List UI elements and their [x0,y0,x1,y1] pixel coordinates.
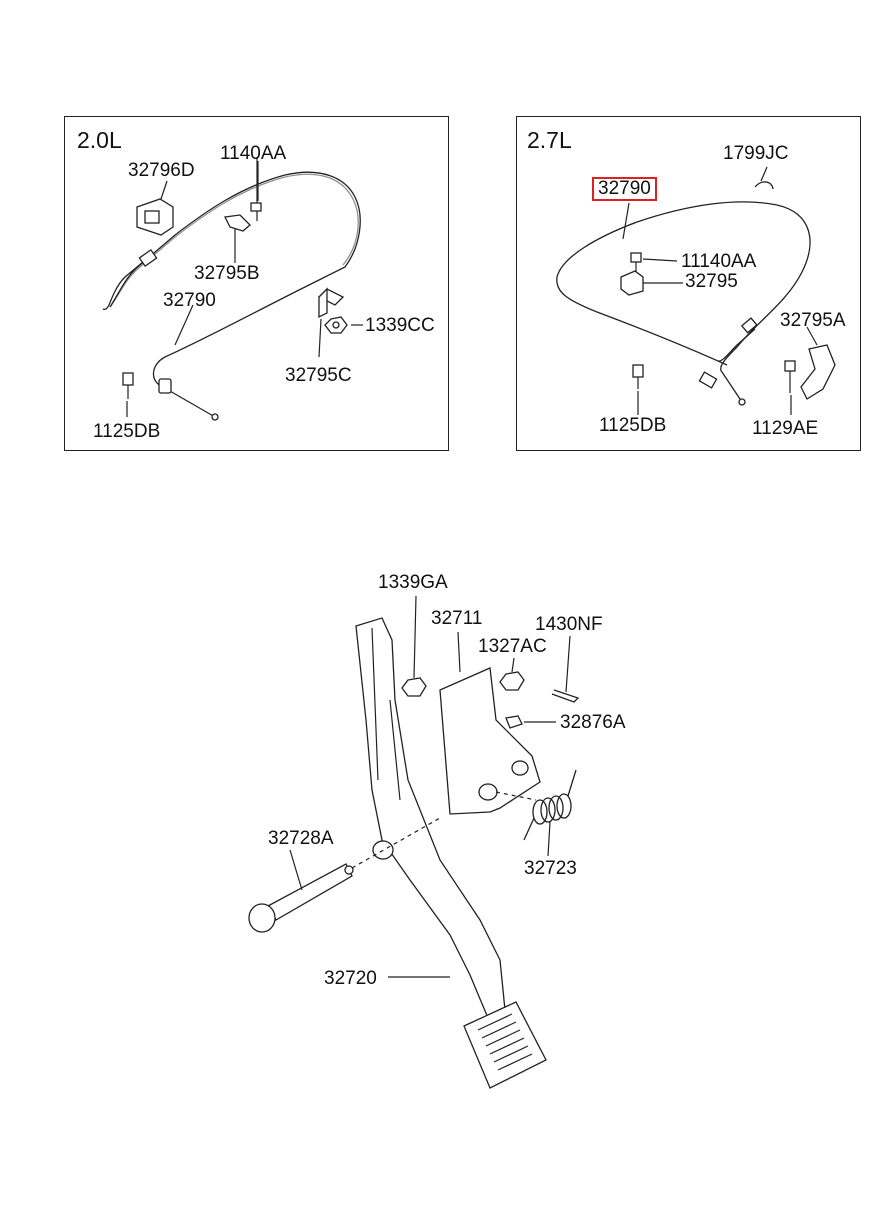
part-label-32720[interactable]: 32720 [324,968,377,989]
part-label-1430nf[interactable]: 1430NF [535,614,603,635]
part-label-32723[interactable]: 32723 [524,858,577,879]
part-label-1140aa[interactable]: 1140AA [220,143,287,164]
panel-2-7l: 2.7L 1799JC 32790 11140AA 32795 32795A 1… [516,116,861,451]
part-label-1129ae[interactable]: 1129AE [752,418,819,439]
part-label-32795b[interactable]: 32795B [194,263,260,284]
engine-label-2-7l: 2.7L [527,127,572,153]
cable-drawing-2-0l [102,157,363,421]
part-label-1125db-2-7l[interactable]: 1125DB [599,415,667,436]
part-label-32790-highlighted[interactable]: 32790 [592,177,657,201]
part-label-1125db-2-0l[interactable]: 1125DB [93,421,161,442]
part-label-32795c[interactable]: 32795C [285,365,352,386]
part-label-32876a[interactable]: 32876A [560,712,626,733]
part-label-32795a[interactable]: 32795A [780,310,846,331]
part-label-11140aa[interactable]: 11140AA [681,251,757,272]
part-label-32790-2-0l[interactable]: 32790 [163,290,216,311]
part-label-1339ga[interactable]: 1339GA [378,572,448,593]
part-label-32711[interactable]: 32711 [431,608,483,629]
part-label-32795[interactable]: 32795 [685,271,738,292]
part-label-1799jc[interactable]: 1799JC [723,143,789,164]
part-label-1339cc[interactable]: 1339CC [365,315,435,336]
cable-drawing-2-7l [556,166,836,415]
part-label-1327ac[interactable]: 1327AC [478,636,547,657]
engine-label-2-0l: 2.0L [77,127,122,153]
panel-2-0l: 2.0L 32796D 1140AA 32795B 32790 1339CC 3… [64,116,449,451]
part-label-32728a[interactable]: 32728A [268,828,334,849]
part-label-32796d[interactable]: 32796D [128,160,195,181]
